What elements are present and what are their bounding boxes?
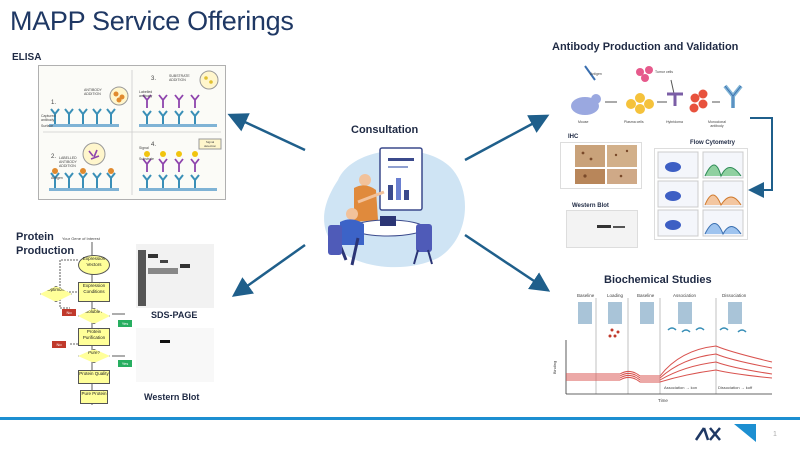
ihc-image (560, 142, 642, 189)
consultation-illustration (324, 147, 465, 268)
elisa-caption-antibody-addition: ANTIBODY ADDITION (84, 88, 102, 96)
flow-no-badge-1: No (62, 309, 76, 316)
flow-cytometry-label: Flow Cytometry (690, 140, 736, 146)
ihc-label: IHC (568, 134, 579, 140)
slide-title: MAPP Service Offerings (10, 6, 294, 36)
antibody-caption-plasma-cells: Plasma cells (624, 120, 644, 124)
arrow-to-protein (231, 243, 306, 297)
antibody-caption-mouse: Mouse (578, 120, 589, 124)
elisa-caption-labelled-antibody: Labelled antibody (139, 90, 153, 98)
flow-protein-quality: Protein Quality (78, 370, 110, 384)
flow-protein-purification: Protein Purification (78, 328, 110, 346)
flow-pure-protein: Pure Protein (80, 390, 108, 404)
arrow-to-biochem (464, 233, 551, 292)
antibody-caption-hybridoma: Hybridoma (666, 120, 683, 124)
flow-pure-decision: Pure? (78, 349, 110, 363)
elisa-label: ELISA (12, 52, 42, 63)
biochem-phase-baseline-1: Baseline (577, 293, 595, 298)
biochem-label: Biochemical Studies (604, 274, 712, 286)
biochem-phase-loading: Loading (607, 293, 624, 298)
protein-western-blot-label: Western Blot (144, 392, 200, 402)
elisa-caption-substrate: Substrate (139, 157, 154, 161)
elisa-diagram: 1. 2. 3. 4. ANTIBODY ADDITION Captured a… (38, 65, 226, 200)
ihc-tissue-illustration (575, 145, 637, 184)
protein-label: Protein Production (16, 230, 74, 258)
elisa-caption-labelled-antibody-addition: LABELLED ANTIBODY ADDITION (59, 156, 77, 168)
biochem-phase-association: Association (673, 293, 697, 298)
biochem-phase-dissociation: Dissociation (722, 293, 747, 298)
elisa-caption-signal: Signal (139, 146, 149, 150)
arrow-to-elisa (227, 113, 306, 152)
flow-cytometry-plots (654, 148, 748, 240)
protein-label-line1: Protein (16, 231, 54, 243)
sds-page-gel (136, 244, 214, 308)
biochem-xlabel: Time (658, 398, 668, 403)
page-number: 1 (773, 431, 777, 438)
consultation-label: Consultation (351, 124, 419, 136)
flow-no-badge-2: No (52, 341, 66, 348)
flow-optimize: Optimize (40, 286, 72, 302)
antibody-caption-monoclonal-antibody: Monoclonal antibody (708, 120, 726, 128)
elisa-caption-signal-detection: Signal detection (203, 140, 217, 148)
biochem-phase-baseline-2: Baseline (637, 293, 655, 298)
antibody-pipeline-illustration (571, 65, 743, 115)
flow-cytometry-illustration (657, 151, 744, 237)
antibody-western-blot-label: Western Blot (572, 203, 609, 209)
flow-yes-badge-1: Yes (118, 320, 132, 327)
antibody-western-blot-bands (597, 225, 625, 228)
elisa-caption-substrate-addition: SUBSTRATE ADDITION (169, 74, 190, 82)
elisa-caption-surface: Surface (41, 124, 54, 128)
protein-label-line2: Production (16, 245, 75, 257)
protein-western-blot-bands (160, 340, 170, 343)
flow-yes-badge-2: Yes (118, 360, 132, 367)
antibody-western-blot-image (566, 210, 638, 248)
flow-soluble-decision: Soluble? (78, 308, 110, 324)
elisa-step-1: 1. (51, 100, 57, 106)
elisa-step-4: 4. (151, 142, 157, 148)
protein-start-caption: Your Gene of Interest (62, 236, 100, 241)
footer-accent-line (0, 417, 800, 420)
elisa-illustration (43, 70, 222, 195)
biochem-sensorgram (565, 298, 773, 395)
biochem-ylabel: Binding (552, 360, 558, 375)
arrow-ihc-to-flow (748, 117, 773, 198)
biochem-association-caption: Association → kon (664, 385, 698, 390)
sds-page-label: SDS-PAGE (151, 310, 198, 320)
arrow-to-antibody (464, 114, 550, 162)
antibody-label: Antibody Production and Validation (552, 41, 739, 53)
flow-expression-vectors: Expression Vectors (78, 255, 110, 275)
antibody-caption-antigen: Antigen (590, 72, 602, 76)
company-logo (694, 424, 756, 442)
flow-expression-conditions: Expression Conditions (78, 282, 110, 302)
antibody-caption-tumor-cells: Tumor cells (655, 70, 673, 74)
sds-page-bands (138, 250, 190, 306)
protein-western-blot-image (136, 328, 214, 382)
elisa-caption-antigen: Antigen (51, 176, 63, 180)
elisa-caption-captured-antibody: Captured antibody (41, 114, 56, 122)
elisa-step-3: 3. (151, 76, 157, 82)
elisa-step-2: 2. (51, 154, 57, 160)
biochem-dissociation-caption: Dissociation → koff (718, 385, 753, 390)
